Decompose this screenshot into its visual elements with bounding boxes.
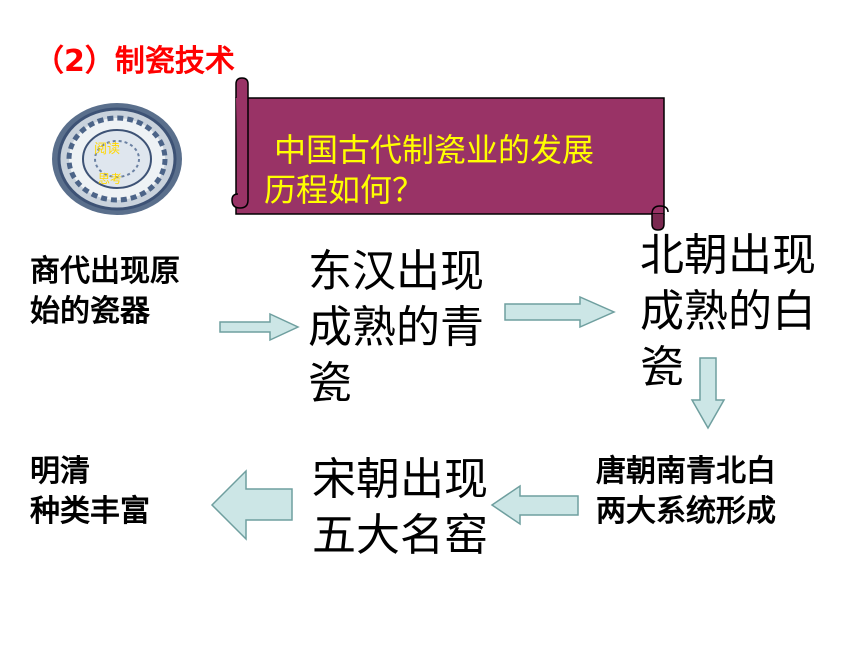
stage-shang: 商代出现原 始的瓷器 (30, 254, 180, 329)
scroll-banner (231, 77, 669, 231)
arrow-left-2 (210, 469, 293, 541)
scroll-line-1: 中国古代制瓷业的发展 (274, 131, 595, 169)
arrow-down (690, 357, 726, 430)
arrow-right-2 (504, 295, 616, 329)
page-title: （2）制瓷技术 (34, 44, 235, 79)
badge-label-2: 思考 (98, 172, 123, 186)
arrow-left-1 (490, 484, 579, 526)
scroll-question: 中国古代制瓷业的发展 历程如何？ (264, 130, 668, 210)
badge-label-1: 阅读 (94, 142, 121, 157)
stage-beichao: 北朝出现 成熟的白 瓷 (640, 230, 816, 393)
stage-tang: 唐朝南青北白 两大系统形成 (596, 454, 776, 529)
stage-donghan: 东汉出现 成熟的青 瓷 (308, 246, 484, 409)
stage-mingqing: 明清 种类丰富 (30, 454, 150, 529)
scroll-line-2: 历程如何？ (264, 171, 425, 209)
stage-song: 宋朝出现 五大名窑 (312, 454, 488, 561)
arrow-right-1 (219, 312, 300, 342)
plate-icon (52, 103, 182, 215)
